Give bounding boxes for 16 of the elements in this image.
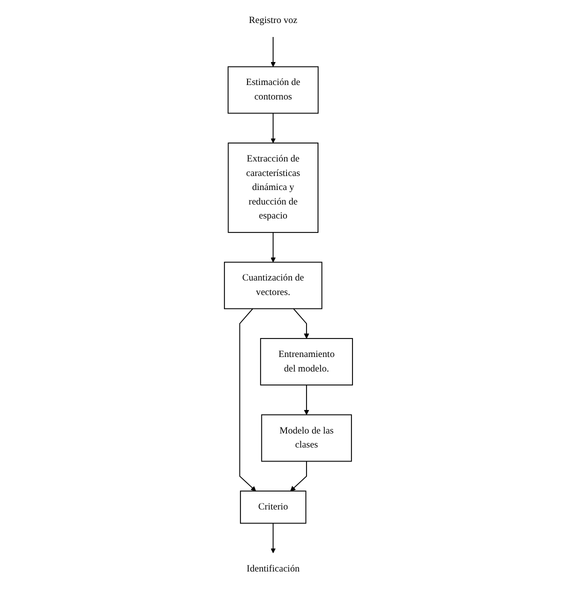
node-box: Criterio (240, 490, 306, 524)
node-box: Cuantización de vectores. (224, 262, 322, 310)
arrow (270, 36, 276, 67)
node-box: Entrenamiento del modelo. (260, 338, 352, 386)
node-box: Modelo de las clases (260, 414, 352, 462)
arrow (238, 308, 256, 492)
arrow (270, 232, 276, 262)
node-text: Registro voz (248, 15, 297, 26)
node-box: Extracción de características dinámica y reducción de espacio (227, 142, 318, 233)
node-box: Estimación de contornos (227, 66, 318, 114)
arrow (292, 308, 309, 339)
arrow (290, 460, 307, 492)
arrow (303, 384, 309, 416)
arrow (270, 112, 276, 144)
node-text: Identificación (246, 564, 300, 574)
arrow (270, 522, 276, 554)
